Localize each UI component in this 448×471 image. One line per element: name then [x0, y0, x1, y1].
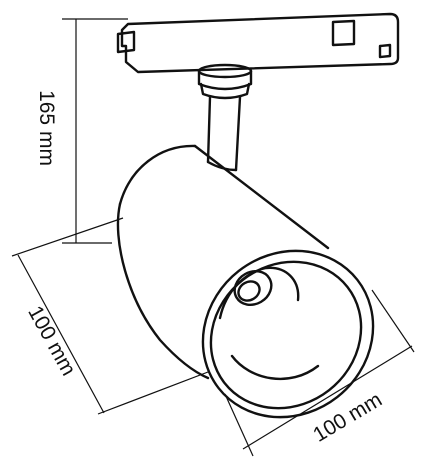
height-dimension	[62, 18, 128, 244]
lamp-housing	[116, 144, 375, 419]
diameter-dimension-right-extension	[371, 289, 415, 353]
height-label: 165 mm	[35, 90, 58, 166]
track-adapter-latch	[331, 19, 356, 47]
collar-ring	[197, 69, 253, 91]
stem-outline	[206, 95, 242, 172]
led-module	[233, 269, 273, 307]
reflector-lower-contour	[230, 354, 320, 380]
depth-dimension-line	[17, 254, 105, 414]
track-adapter	[116, 12, 400, 74]
housing-front-rim	[201, 249, 375, 419]
depth-dimension-bottom-extension	[97, 371, 209, 415]
mounting-collar	[197, 63, 253, 100]
led-outer-ring	[233, 269, 273, 307]
housing-back-curve	[116, 202, 210, 380]
diameter-dimension-line	[242, 345, 413, 450]
collar-base	[199, 82, 251, 100]
diameter-dimension-left-extension	[224, 393, 254, 457]
housing-back-cap	[118, 144, 197, 206]
diameter-dimension	[224, 289, 415, 457]
housing-top-edge	[193, 144, 330, 250]
depth-label: 100 mm	[23, 302, 80, 379]
depth-dimension-top-extension	[11, 217, 124, 257]
reflector-upper-contour	[218, 266, 300, 320]
track-adapter-body	[120, 12, 400, 74]
depth-dimension	[11, 217, 209, 415]
track-adapter-contact	[378, 43, 392, 59]
track-adapter-end-clip	[116, 30, 136, 54]
led-lens	[237, 280, 261, 302]
